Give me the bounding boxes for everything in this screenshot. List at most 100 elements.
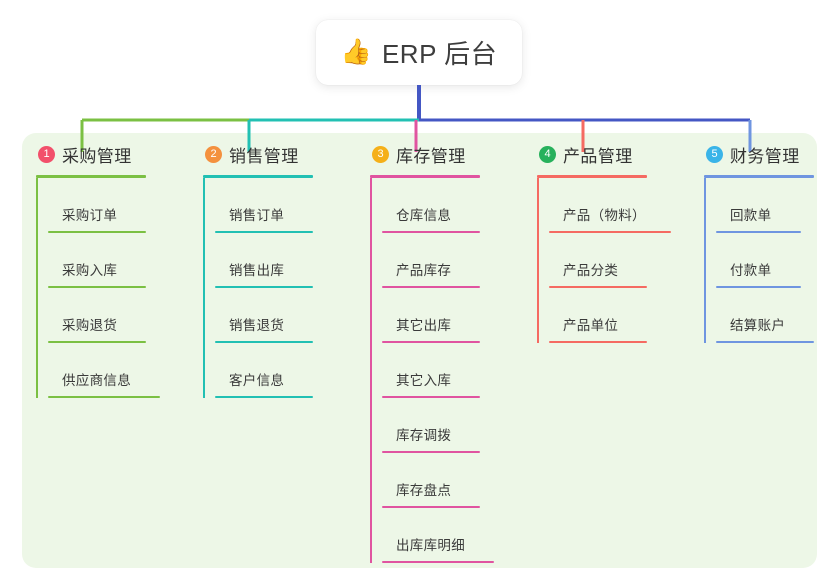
- list-item[interactable]: 采购入库: [48, 233, 146, 288]
- column-header-rule: [704, 175, 814, 178]
- list-item[interactable]: 客户信息: [215, 343, 313, 398]
- list-item-label: 客户信息: [229, 373, 285, 388]
- list-item[interactable]: 供应商信息: [48, 343, 160, 398]
- list-item[interactable]: 付款单: [716, 233, 814, 288]
- list-item-rule: [48, 286, 146, 288]
- diagram-panel: [22, 133, 817, 568]
- list-item-label: 销售出库: [229, 263, 285, 278]
- list-item-rule: [716, 231, 801, 233]
- column-items-4: 产品（物料） 产品分类产品单位: [537, 178, 671, 343]
- list-item-rule: [549, 286, 647, 288]
- list-item-label: 产品（物料）: [563, 208, 646, 223]
- list-item[interactable]: 销售出库: [215, 233, 313, 288]
- column-header-1[interactable]: 1 采购管理: [36, 142, 146, 166]
- column-header-5[interactable]: 5 财务管理: [704, 142, 814, 166]
- list-item-rule: [716, 286, 801, 288]
- list-item[interactable]: 回款单: [716, 178, 814, 233]
- column-trunk-line: [36, 178, 38, 398]
- list-item[interactable]: 采购退货: [48, 288, 146, 343]
- list-item-label: 采购订单: [62, 208, 118, 223]
- list-item[interactable]: 产品库存: [382, 233, 480, 288]
- list-item-label: 销售退货: [229, 318, 285, 333]
- root-node[interactable]: 👍 ERP 后台: [316, 20, 522, 85]
- list-item[interactable]: 销售订单: [215, 178, 313, 233]
- list-item[interactable]: 产品单位: [549, 288, 647, 343]
- list-item[interactable]: 其它出库: [382, 288, 480, 343]
- list-item-label: 仓库信息: [396, 208, 452, 223]
- column-title-4: 产品管理: [563, 146, 633, 166]
- column-2: 2 销售管理销售订单销售出库销售退货客户信息: [203, 142, 313, 398]
- column-items-5: 回款单付款单结算账户: [704, 178, 814, 343]
- column-5: 5 财务管理回款单付款单结算账户: [704, 142, 814, 343]
- list-item-rule: [382, 341, 480, 343]
- column-header-rule: [203, 175, 313, 178]
- column-items-1: 采购订单采购入库采购退货供应商信息: [36, 178, 160, 398]
- column-title-5: 财务管理: [730, 146, 800, 166]
- list-item-rule: [382, 561, 494, 563]
- column-title-2: 销售管理: [229, 146, 299, 166]
- column-header-rule: [36, 175, 146, 178]
- list-item-rule: [549, 231, 671, 233]
- list-item-rule: [382, 231, 480, 233]
- list-item-label: 产品单位: [563, 318, 619, 333]
- list-item-rule: [549, 341, 647, 343]
- list-item-label: 其它出库: [396, 318, 452, 333]
- column-1: 1 采购管理采购订单采购入库采购退货供应商信息: [36, 142, 160, 398]
- list-item-rule: [215, 341, 313, 343]
- column-header-rule: [370, 175, 480, 178]
- thumbs-up-icon: 👍: [340, 38, 372, 66]
- list-item-label: 产品分类: [563, 263, 619, 278]
- list-item[interactable]: 出库库明细: [382, 508, 494, 563]
- column-badge-3: 3: [372, 145, 389, 163]
- list-item[interactable]: 仓库信息: [382, 178, 480, 233]
- list-item-label: 付款单: [730, 263, 772, 278]
- column-3: 3 库存管理仓库信息产品库存其它出库其它入库库存调拨库存盘点出库库明细: [370, 142, 494, 563]
- column-title-1: 采购管理: [62, 146, 132, 166]
- root-title: ERP 后台: [381, 39, 498, 69]
- list-item[interactable]: 产品分类: [549, 233, 647, 288]
- list-item-rule: [48, 341, 146, 343]
- list-item-label: 回款单: [730, 208, 772, 223]
- list-item[interactable]: 库存调拨: [382, 398, 480, 453]
- column-badge-1: 1: [38, 145, 55, 163]
- list-item[interactable]: 产品（物料）: [549, 178, 671, 233]
- column-badge-2: 2: [205, 145, 222, 163]
- list-item[interactable]: 结算账户: [716, 288, 814, 343]
- list-item-label: 出库库明细: [396, 538, 465, 553]
- list-item-label: 采购入库: [62, 263, 118, 278]
- list-item-rule: [382, 451, 480, 453]
- list-item-rule: [382, 396, 480, 398]
- list-item-rule: [48, 396, 160, 398]
- list-item-rule: [382, 506, 480, 508]
- column-items-2: 销售订单销售出库销售退货客户信息: [203, 178, 313, 398]
- column-title-3: 库存管理: [396, 146, 466, 166]
- list-item-label: 供应商信息: [62, 373, 131, 388]
- list-item-label: 库存盘点: [396, 483, 452, 498]
- list-item-label: 销售订单: [229, 208, 285, 223]
- column-badge-4: 4: [539, 145, 556, 163]
- column-header-2[interactable]: 2 销售管理: [203, 142, 313, 166]
- list-item-label: 产品库存: [396, 263, 452, 278]
- list-item-rule: [716, 341, 814, 343]
- column-badge-5: 5: [706, 145, 723, 163]
- list-item-rule: [382, 286, 480, 288]
- list-item[interactable]: 采购订单: [48, 178, 146, 233]
- list-item[interactable]: 其它入库: [382, 343, 480, 398]
- column-4: 4 产品管理产品（物料） 产品分类产品单位: [537, 142, 671, 343]
- column-trunk-line: [203, 178, 205, 398]
- list-item-rule: [48, 231, 146, 233]
- column-header-rule: [537, 175, 647, 178]
- list-item-label: 其它入库: [396, 373, 452, 388]
- column-header-4[interactable]: 4 产品管理: [537, 142, 647, 166]
- column-header-3[interactable]: 3 库存管理: [370, 142, 480, 166]
- column-trunk-line: [370, 178, 372, 563]
- column-items-3: 仓库信息产品库存其它出库其它入库库存调拨库存盘点出库库明细: [370, 178, 494, 563]
- list-item-rule: [215, 396, 313, 398]
- column-trunk-line: [537, 178, 539, 343]
- list-item[interactable]: 销售退货: [215, 288, 313, 343]
- list-item-rule: [215, 231, 313, 233]
- list-item-label: 库存调拨: [396, 428, 452, 443]
- list-item-label: 采购退货: [62, 318, 118, 333]
- list-item[interactable]: 库存盘点: [382, 453, 480, 508]
- column-trunk-line: [704, 178, 706, 343]
